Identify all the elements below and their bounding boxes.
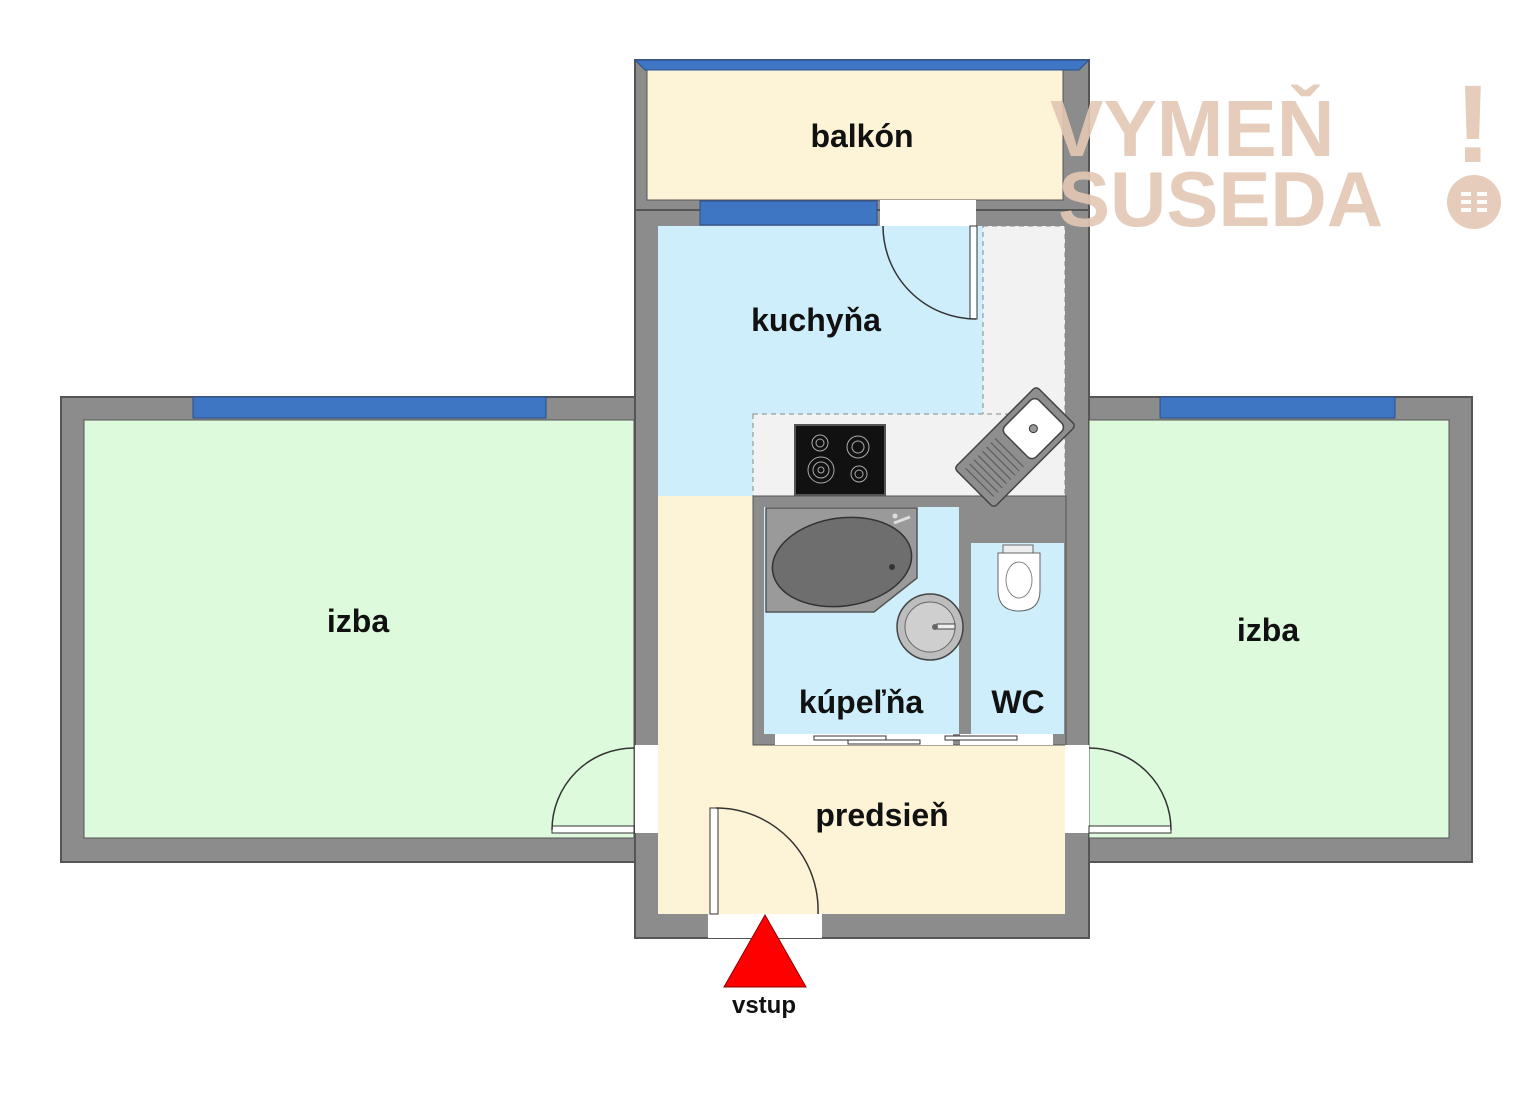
room-left-label: izba xyxy=(327,603,389,639)
watermark-logo: VYMEŇ SUSEDA ! xyxy=(1050,63,1501,243)
toilet-icon xyxy=(997,544,1041,612)
room-left-floor xyxy=(83,419,635,839)
wc-sliding-door xyxy=(944,734,1053,745)
room-right-door xyxy=(1065,745,1172,834)
watermark-mark: ! xyxy=(1455,63,1492,186)
hallway-floor xyxy=(658,496,1065,914)
entrance-arrow-icon xyxy=(723,913,807,988)
kitchen-label: kuchyňa xyxy=(751,302,881,338)
room-right-floor xyxy=(1088,419,1450,839)
watermark-line2: SUSEDA xyxy=(1058,155,1383,243)
windows xyxy=(192,59,1396,419)
bathtub-icon xyxy=(765,507,918,613)
wc-label: WC xyxy=(991,684,1044,720)
watermark-line1: VYMEŇ xyxy=(1050,84,1335,173)
sink-icon xyxy=(955,387,1075,507)
bathroom-sliding-door xyxy=(775,734,953,745)
bathroom-label: kúpeľňa xyxy=(799,684,924,720)
room-right-label: izba xyxy=(1237,612,1299,648)
balcony-floor xyxy=(646,69,1064,201)
balcony-door xyxy=(880,200,978,320)
building-logo-icon xyxy=(1447,175,1501,229)
cooktop-icon xyxy=(794,424,886,496)
balcony-label: balkón xyxy=(810,118,913,154)
hallway-label: predsieň xyxy=(815,797,948,833)
entrance-label: vstup xyxy=(732,992,796,1019)
washbasin-icon xyxy=(896,593,964,661)
room-left-door xyxy=(551,745,658,834)
